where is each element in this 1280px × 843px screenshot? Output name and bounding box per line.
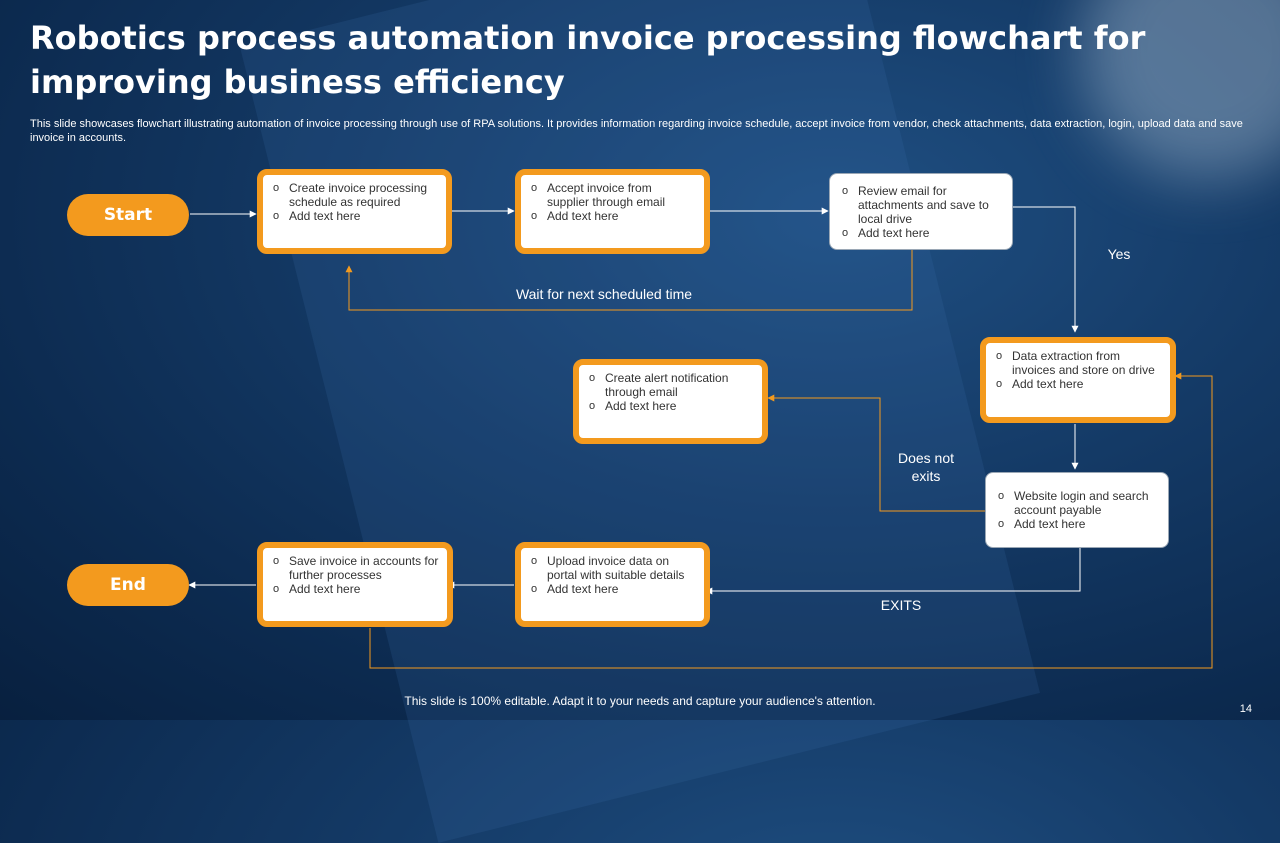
step-website-login: Website login and search account payable…: [985, 472, 1169, 548]
edge-label-wait: Wait for next scheduled time: [515, 286, 693, 302]
step-line: Add text here: [996, 517, 1158, 531]
arrow-review-wait-loop: [345, 250, 913, 311]
slide-subtitle: This slide showcases flowchart illustrat…: [30, 118, 1243, 144]
step-create-schedule: Create invoice processing schedule as re…: [257, 169, 452, 254]
start-node: Start: [67, 194, 189, 236]
edge-label-not-exists: Does not exits: [897, 450, 955, 484]
step-line: Data extraction from invoices and store …: [994, 349, 1162, 377]
step-save-invoice: Save invoice in accounts for further pro…: [257, 542, 453, 627]
step-line: Add text here: [840, 226, 1002, 240]
footer-note: This slide is 100% editable. Adapt it to…: [404, 694, 876, 708]
step-review-email: Review email for attachments and save to…: [829, 173, 1013, 250]
step-line: Add text here: [994, 377, 1162, 391]
arrow-login-to-alert: [767, 394, 985, 512]
edge-label-exits: EXITS: [880, 597, 922, 613]
arrow-review-to-extraction: [1013, 206, 1079, 333]
step-line: Review email for attachments and save to…: [840, 184, 1002, 226]
step-line: Save invoice in accounts for further pro…: [271, 554, 439, 582]
end-node: End: [67, 564, 189, 606]
step-line: Add text here: [271, 582, 439, 596]
step-line: Add text here: [271, 209, 438, 223]
edge-label-yes: Yes: [1107, 246, 1131, 262]
step-upload-invoice: Upload invoice data on portal with suita…: [515, 542, 710, 627]
step-line: Add text here: [529, 582, 696, 596]
slide-title: Robotics process automation invoice proc…: [30, 19, 1146, 101]
arrow-login-to-upload: [705, 548, 1081, 595]
page-number: 14: [1239, 703, 1252, 715]
step-alert-notification: Create alert notification through email …: [573, 359, 768, 444]
end-label: End: [110, 575, 146, 595]
step-line: Create invoice processing schedule as re…: [271, 181, 438, 209]
step-line: Create alert notification through email: [587, 371, 754, 399]
step-line: Upload invoice data on portal with suita…: [529, 554, 696, 582]
step-accept-invoice: Accept invoice from supplier through ema…: [515, 169, 710, 254]
arrow-save-loop-to-extraction: [369, 372, 1213, 669]
flow-connectors: [188, 206, 1213, 669]
step-line: Accept invoice from supplier through ema…: [529, 181, 696, 209]
step-data-extraction: Data extraction from invoices and store …: [980, 337, 1176, 423]
step-line: Add text here: [529, 209, 696, 223]
step-line: Website login and search account payable: [996, 489, 1158, 517]
start-label: Start: [103, 205, 153, 225]
step-line: Add text here: [587, 399, 754, 413]
